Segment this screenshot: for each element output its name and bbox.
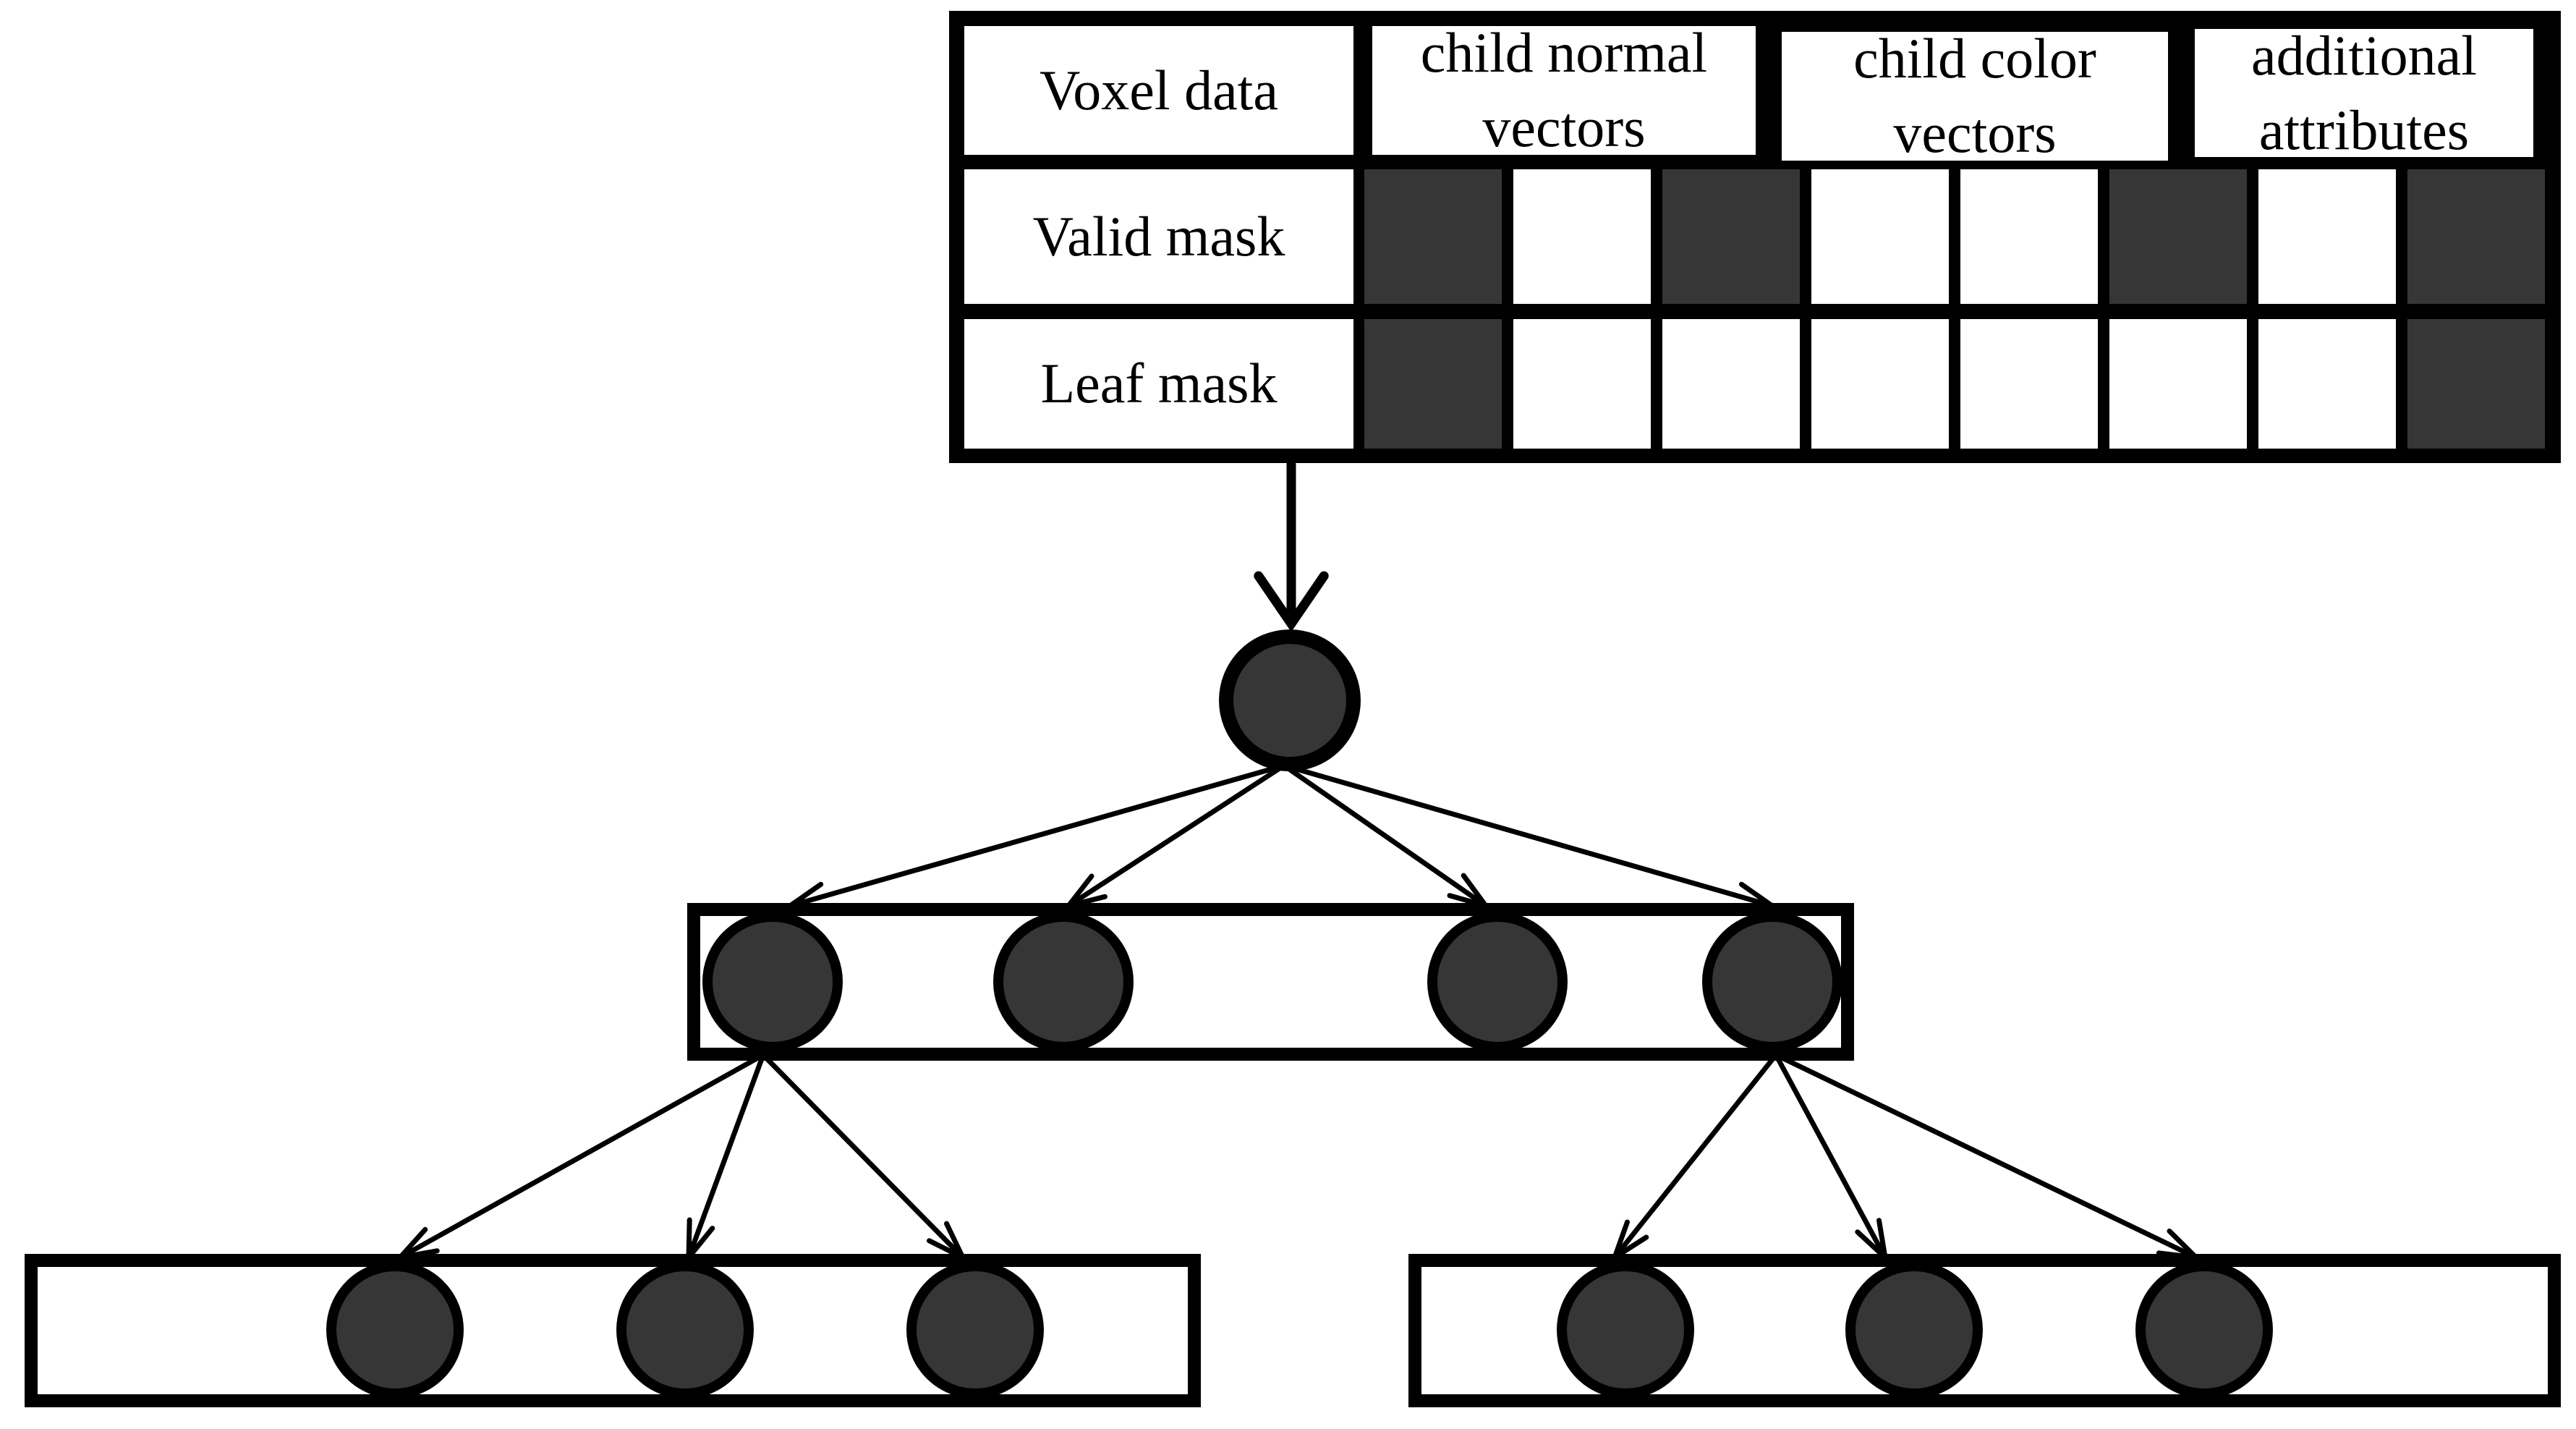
leaf-mask-bit-5 — [2109, 319, 2247, 449]
child-node-0 — [702, 912, 843, 1052]
valid-mask-bit-0 — [1364, 169, 1502, 304]
arrow-root-to-child-2 — [1281, 763, 1492, 911]
voxel-data-label: Voxel data — [1040, 58, 1278, 122]
left-leaf-node-0 — [326, 1261, 464, 1399]
valid-mask-bit-2 — [1662, 169, 1800, 304]
valid-mask-bit-7 — [2407, 169, 2545, 304]
leaf-mask-bit-1 — [1513, 319, 1651, 449]
child-normal-vectors-label: child normal vectors — [1420, 21, 1708, 158]
leaf-mask-bit-6 — [2258, 319, 2396, 449]
arrow-child0-to-leaf-2 — [760, 1052, 969, 1263]
arrow-child0-to-leaf-1 — [686, 1052, 766, 1265]
left-leaf-node-1 — [616, 1261, 754, 1399]
arrow-child3-to-leaf-2 — [1773, 1052, 2203, 1261]
leaf-mask-bit-4 — [1960, 319, 2098, 449]
right-leaf-node-1 — [1845, 1261, 1983, 1399]
valid-mask-bit-4 — [1960, 169, 2098, 304]
child-node-1 — [993, 912, 1134, 1052]
root-node-0 — [1219, 629, 1361, 771]
child-block — [687, 903, 1854, 1061]
additional-attributes-label: additional attributes — [2251, 23, 2477, 161]
arrow-root-to-child-1 — [1061, 763, 1287, 910]
right-leaf-node-2 — [2135, 1261, 2273, 1399]
leaf-mask-bit-2 — [1662, 319, 1800, 449]
valid-mask-bit-3 — [1811, 169, 1949, 304]
child-node-2 — [1427, 912, 1568, 1052]
table-cell-leaf-mask-label: Leaf mask — [964, 319, 1353, 449]
valid-mask-label: Valid mask — [1032, 204, 1285, 268]
arrow-table-to-root — [1254, 459, 1329, 632]
child-color-vectors-label: child color vectors — [1853, 27, 2096, 164]
right-leaf-node-0 — [1557, 1261, 1694, 1399]
leaf-mask-bit-0 — [1364, 319, 1502, 449]
table-cell-valid-mask-label: Valid mask — [964, 169, 1353, 304]
arrow-child3-to-leaf-1 — [1773, 1052, 1890, 1265]
valid-mask-bit-5 — [2109, 169, 2247, 304]
table-cell-additional-attributes: additional attributes — [2195, 24, 2533, 161]
leaf-mask-label: Leaf mask — [1040, 352, 1278, 415]
arrow-root-to-child-3 — [1281, 763, 1780, 911]
table-cell-voxel-data: Voxel data — [964, 26, 1353, 155]
arrow-child3-to-leaf-0 — [1610, 1052, 1779, 1264]
arrow-root-to-child-0 — [782, 763, 1287, 911]
valid-mask-bit-6 — [2258, 169, 2396, 304]
valid-mask-bit-1 — [1513, 169, 1651, 304]
leaf-mask-bit-3 — [1811, 319, 1949, 449]
table-cell-child-normal-vectors: child normal vectors — [1372, 21, 1756, 158]
child-node-3 — [1702, 912, 1842, 1052]
leaf-mask-bit-7 — [2407, 319, 2545, 449]
arrow-child0-to-leaf-0 — [393, 1052, 766, 1262]
left-leaf-node-2 — [906, 1261, 1044, 1399]
table-cell-child-color-vectors: child color vectors — [1782, 27, 2168, 164]
